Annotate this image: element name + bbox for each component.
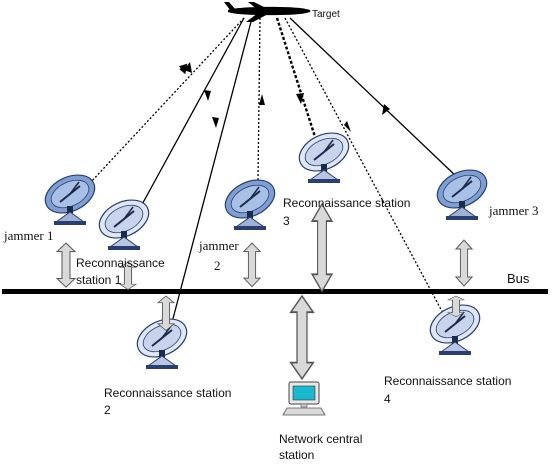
jammer3-label: jammer 3 [488,203,538,218]
recon3-dish [292,124,356,184]
bus-line [2,289,548,294]
computer-icon [282,381,326,416]
arrowhead-recon1 [204,90,211,101]
recon1-label-line1: Reconnaissance [76,256,165,270]
jammer1-dish [38,166,102,226]
signal-line-recon2 [169,17,253,331]
central-label-line2: station [279,448,314,462]
recon2-label-line1: Reconnaissance station [104,386,231,400]
signal-arrowheads [184,62,390,132]
satellite-dish-icon [292,124,356,184]
recon4-label-line1: Reconnaissance station [384,374,511,388]
satellite-dish-icon [38,166,102,226]
signal-line-jammer1 [89,17,245,184]
recon1-dish [92,191,156,251]
jammer2-label-line1: jammer [198,238,239,253]
jammer1-label: jammer 1 [3,228,53,243]
arrow-jammer3-bus [455,239,473,287]
signal-line-jammer3 [289,17,459,179]
arrowhead-recon4 [344,121,351,132]
recon3-label-line2: 3 [283,214,290,228]
signal-line-recon1 [138,17,245,211]
signal-line-recon3 [275,17,318,141]
bus-label: Bus [507,271,530,286]
arrowhead-jammer3 [382,104,390,115]
arrowhead-jammer1 [184,62,192,73]
airplane-icon [224,2,311,22]
jammer2-label-line2: 2 [214,258,221,273]
recon2-label-line2: 2 [104,403,111,417]
signal-line-recon4 [284,17,453,331]
recon4-label-line2: 4 [384,392,391,406]
arrow-bus-central [289,295,315,380]
arrow-bus-recon2 [157,295,175,331]
jammer3-dish [430,161,494,221]
signal-lines [89,17,459,331]
arrow-jammer2-bus [243,242,261,288]
satellite-dish-icon [218,171,282,231]
jammer2-dish [218,171,282,231]
target-label: Target [312,9,340,20]
arrowhead-recon2 [212,117,219,128]
recon3-label-line1: Reconnaissance station [283,196,410,210]
arrowhead-recon3 [296,93,304,104]
central-label-line1: Network central [279,432,362,446]
arrow-jammer1-bus [56,242,76,288]
arrowhead-jammer2 [259,94,265,105]
recon1-label-line2: station 1 [76,273,122,287]
signal-line-jammer2 [257,17,261,181]
satellite-dish-icon [430,161,494,221]
arrow-recon3-bus [311,203,333,293]
satellite-dish-icon [92,191,156,251]
